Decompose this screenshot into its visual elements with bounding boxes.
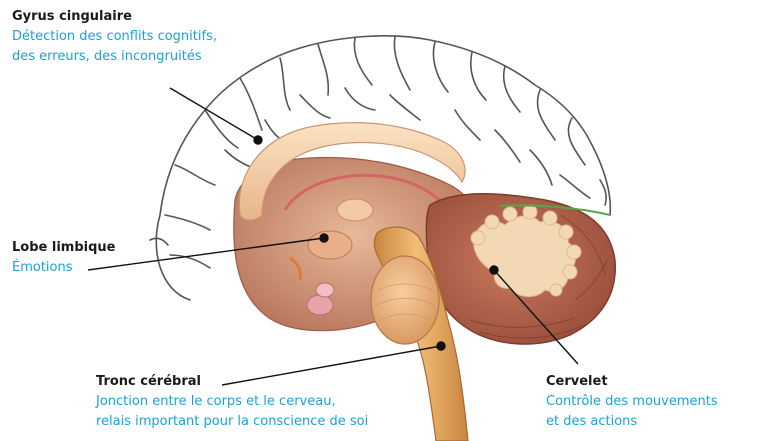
- label-cervelet-title: Cervelet: [546, 372, 718, 392]
- label-gyrus-desc-2: des erreurs, des incongruités: [12, 47, 217, 67]
- label-gyrus-cingulaire: Gyrus cingulaire Détection des conflits …: [12, 7, 217, 67]
- thalamus: [337, 199, 373, 221]
- hippocampus: [316, 283, 334, 297]
- amygdala: [307, 295, 333, 315]
- label-tronc-desc-2: relais important pour la conscience de s…: [96, 412, 368, 432]
- leader-dot-gyrus: [254, 136, 262, 144]
- label-lobe-title: Lobe limbique: [12, 238, 115, 258]
- label-gyrus-desc-1: Détection des conflits cognitifs,: [12, 27, 217, 47]
- label-cervelet-desc-2: et des actions: [546, 412, 718, 432]
- label-lobe-limbique: Lobe limbique Émotions: [12, 238, 115, 278]
- label-cervelet-desc-1: Contrôle des mouvements: [546, 392, 718, 412]
- label-cervelet: Cervelet Contrôle des mouvements et des …: [546, 372, 718, 432]
- label-gyrus-title: Gyrus cingulaire: [12, 7, 217, 27]
- leader-dot-cervelet: [490, 266, 498, 274]
- hypothalamus: [308, 231, 352, 259]
- leader-dot-tronc: [437, 342, 445, 350]
- pons: [371, 256, 439, 344]
- label-tronc-title: Tronc cérébral: [96, 372, 368, 392]
- leader-line-gyrus: [170, 88, 258, 140]
- label-tronc-desc-1: Jonction entre le corps et le cerveau,: [96, 392, 368, 412]
- label-lobe-desc-1: Émotions: [12, 258, 115, 278]
- label-tronc-cerebral: Tronc cérébral Jonction entre le corps e…: [96, 372, 368, 432]
- leader-dot-lobe: [320, 234, 328, 242]
